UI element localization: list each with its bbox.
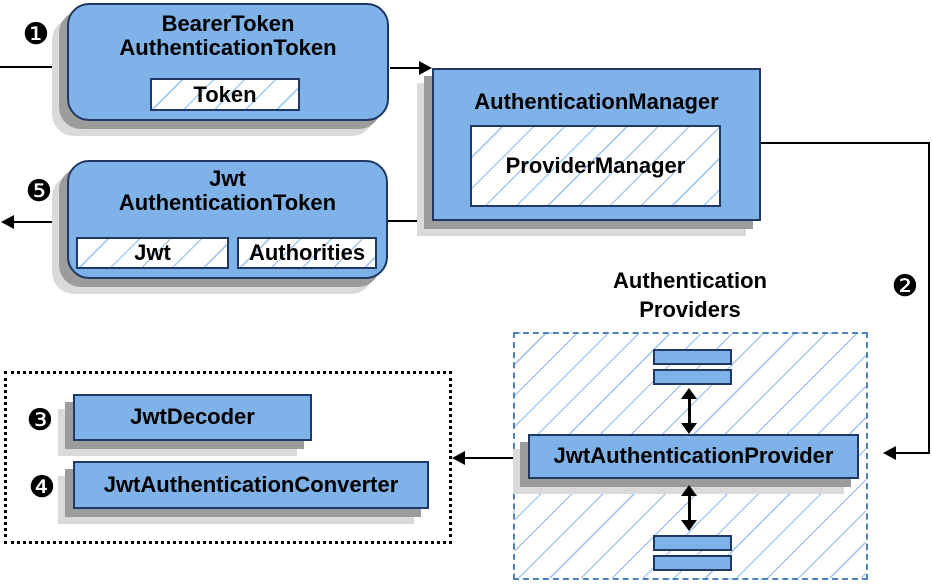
providers-heading-line1: Authentication <box>613 268 767 293</box>
arrow-down-head-icon <box>681 520 697 531</box>
jwt-authentication-provider-node: JwtAuthenticationProvider <box>528 434 859 479</box>
step-5-marker: ❺ <box>25 175 53 208</box>
manager-to-jwt-token-line <box>388 220 432 222</box>
authentication-manager-title: AuthenticationManager <box>474 89 719 114</box>
bearer-token-authentication-token-node: BearerToken AuthenticationToken <box>67 3 389 121</box>
jwt-authentication-converter-node: JwtAuthenticationConverter <box>73 461 429 509</box>
jwt-token-title-line1: Jwt <box>209 166 246 191</box>
providers-heading-line2: Providers <box>639 297 741 322</box>
provider-manager-field: ProviderManager <box>470 125 721 207</box>
bearer-to-manager-arrowhead-icon <box>419 61 432 75</box>
provider-stack-bar <box>653 369 732 385</box>
step-4-marker: ❹ <box>28 471 56 504</box>
jwt-field: Jwt <box>76 237 229 269</box>
provider-stack-bar <box>653 555 732 571</box>
authorities-field: Authorities <box>237 237 377 269</box>
bearer-token-title-line1: BearerToken <box>161 11 295 36</box>
outgoing-result-line <box>13 221 67 223</box>
decoder-converter-container <box>4 371 452 544</box>
provider-stack-bar <box>653 349 732 365</box>
step-3-marker: ❸ <box>26 404 54 437</box>
provider-stack-bar <box>653 535 732 551</box>
arrow-up-head-icon <box>681 485 697 496</box>
token-field: Token <box>150 78 300 111</box>
jwt-token-title-line2: AuthenticationToken <box>118 190 337 215</box>
arrow-shaft <box>687 494 691 522</box>
arrow-up-head-icon <box>681 388 697 399</box>
double-arrow-icon <box>681 388 697 434</box>
manager-to-provider-line-top <box>760 142 930 144</box>
jwt-decoder-node: JwtDecoder <box>73 394 312 441</box>
step-2-marker: ❷ <box>891 270 919 303</box>
bearer-to-manager-line <box>390 67 420 69</box>
arrow-down-head-icon <box>681 423 697 434</box>
provider-to-decoder-line <box>464 457 514 459</box>
manager-to-provider-line-bottom <box>896 452 930 454</box>
incoming-request-line <box>0 66 66 68</box>
manager-to-provider-arrowhead-icon <box>883 446 896 460</box>
outgoing-result-arrowhead-icon <box>1 215 14 229</box>
manager-to-provider-line-vertical <box>928 142 930 454</box>
provider-to-decoder-arrowhead-icon <box>452 451 465 465</box>
bearer-token-title-line2: AuthenticationToken <box>119 35 337 60</box>
double-arrow-icon <box>681 485 697 531</box>
arrow-shaft <box>687 397 691 425</box>
step-1-marker: ❶ <box>22 18 50 51</box>
authentication-providers-heading: Authentication Providers <box>565 266 815 324</box>
